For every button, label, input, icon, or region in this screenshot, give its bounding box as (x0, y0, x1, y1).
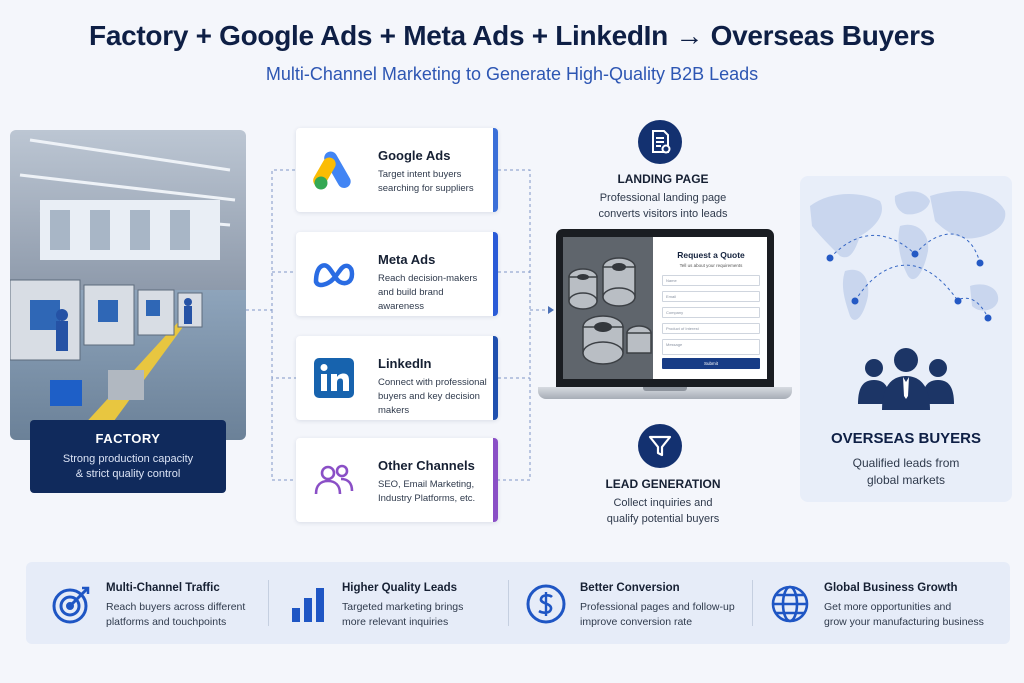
channel-card-google-ads: Google Ads Target intent buyers searchin… (296, 128, 498, 212)
laptop-notch (643, 387, 687, 391)
google-ads-icon (310, 146, 358, 194)
benefit-desc-line: grow your manufacturing business (824, 616, 984, 628)
dollar-icon (524, 582, 568, 626)
benefit-desc-line: Targeted marketing brings (342, 601, 464, 613)
channel-desc: Target intent buyers searching for suppl… (378, 168, 490, 196)
form-subtitle: Tell us about your requirements (679, 263, 743, 268)
form-title: Request a Quote (677, 250, 745, 260)
buyers-desc-line: Qualified leads from (852, 456, 960, 470)
channel-desc-line: Reach decision-makers (378, 273, 478, 284)
linkedin-icon (310, 354, 358, 402)
benefit-title: Better Conversion (580, 582, 680, 594)
channel-accent-bar (493, 336, 498, 420)
channel-desc-line: and build brand awareness (378, 287, 444, 312)
benefit-desc-line: Get more opportunities and (824, 601, 952, 613)
laptop-base (538, 387, 792, 399)
lead-gen-title: LEAD GENERATION (605, 477, 721, 491)
channel-desc: SEO, Email Marketing, Industry Platforms… (378, 478, 490, 506)
channel-card-other: Other Channels SEO, Email Marketing, Ind… (296, 438, 498, 522)
channel-name: Meta Ads (378, 252, 436, 267)
benefit-title: Global Business Growth (824, 582, 958, 594)
factory-desc: Strong production capacity & strict qual… (30, 452, 226, 482)
benefit-desc-line: Reach buyers across different (106, 601, 246, 613)
benefit-divider (508, 580, 509, 626)
channel-desc-line: Industry Platforms, etc. (378, 493, 476, 504)
channel-desc-line: Connect with professional (378, 377, 487, 388)
benefit-desc-line: Professional pages and follow-up (580, 601, 735, 613)
buyers-desc: Qualified leads from global markets (800, 455, 1012, 489)
buyers-desc-line: global markets (866, 473, 946, 487)
buyers-title: OVERSEAS BUYERS (830, 430, 982, 447)
channel-name: Google Ads (378, 148, 451, 163)
quote-form: Request a Quote Tell us about your requi… (659, 237, 763, 379)
lead-gen-desc: Collect inquiries and qualify potential … (563, 495, 763, 527)
target-icon (50, 582, 94, 626)
benefit-desc-line: more relevant inquiries (342, 616, 449, 628)
factory-card: FACTORY Strong production capacity & str… (30, 420, 226, 493)
channel-accent-bar (493, 232, 498, 316)
benefit-desc-line: platforms and touchpoints (106, 616, 227, 628)
benefit-quality-leads: Higher Quality Leads Targeted marketing … (286, 562, 506, 644)
benefit-title: Multi-Channel Traffic (106, 582, 220, 594)
landing-desc: Professional landing page converts visit… (563, 190, 763, 222)
landing-desc-line: Professional landing page (599, 192, 727, 204)
metal-parts-photo (563, 237, 653, 379)
benefit-multi-channel: Multi-Channel Traffic Reach buyers acros… (50, 562, 270, 644)
channel-desc-line: buyers and key decision makers (378, 391, 480, 416)
buyers-panel (800, 176, 1012, 502)
bar-chart-icon (286, 582, 330, 626)
lead-gen-desc-line: qualify potential buyers (606, 513, 720, 525)
laptop-mockup: Request a Quote Tell us about your requi… (556, 229, 774, 387)
lead-gen-desc-line: Collect inquiries and (613, 497, 713, 509)
channel-card-linkedin: LinkedIn Connect with professional buyer… (296, 336, 498, 420)
factory-desc-line: & strict quality control (75, 468, 181, 480)
channel-desc: Reach decision-makers and build brand aw… (378, 272, 490, 314)
benefit-desc-line: improve conversion rate (580, 616, 693, 628)
meta-icon (310, 250, 358, 298)
product-field[interactable]: Product of Interest (662, 323, 760, 334)
landing-page-preview: Request a Quote Tell us about your requi… (563, 237, 767, 379)
benefit-desc: Targeted marketing brings more relevant … (342, 600, 512, 630)
buyers-group-icon (856, 346, 956, 412)
page-title: Factory + Google Ads + Meta Ads + Linked… (89, 20, 935, 51)
funnel-icon (638, 424, 682, 468)
benefit-divider (268, 580, 269, 626)
page-subtitle: Multi-Channel Marketing to Generate High… (265, 64, 759, 84)
world-map (810, 191, 1006, 322)
channel-desc: Connect with professional buyers and key… (378, 376, 490, 418)
document-check-icon (638, 120, 682, 164)
channel-accent-bar (493, 438, 498, 522)
users-icon (310, 456, 358, 504)
factory-title: FACTORY (95, 431, 161, 446)
channel-accent-bar (493, 128, 498, 212)
benefit-title: Higher Quality Leads (342, 582, 458, 594)
channel-card-meta-ads: Meta Ads Reach decision-makers and build… (296, 232, 498, 316)
benefit-conversion: Better Conversion Professional pages and… (524, 562, 744, 644)
benefit-desc: Get more opportunities and grow your man… (824, 600, 994, 630)
message-field[interactable]: Message (662, 339, 760, 355)
benefit-desc: Professional pages and follow-up improve… (580, 600, 750, 630)
benefit-desc: Reach buyers across different platforms … (106, 600, 276, 630)
landing-title: LANDING PAGE (617, 172, 709, 186)
benefit-divider (752, 580, 753, 626)
company-field[interactable]: Company (662, 307, 760, 318)
benefit-global-growth: Global Business Growth Get more opportun… (768, 562, 998, 644)
channel-name: LinkedIn (378, 356, 432, 371)
channel-desc-line: SEO, Email Marketing, (378, 479, 475, 490)
submit-button[interactable]: Submit (662, 358, 760, 369)
benefits-bar (26, 562, 1010, 644)
landing-desc-line: converts visitors into leads (598, 208, 728, 220)
channel-desc-line: searching for suppliers (378, 183, 474, 194)
name-field[interactable]: Name (662, 275, 760, 286)
factory-photo (10, 130, 246, 440)
factory-desc-line: Strong production capacity (62, 453, 194, 465)
channel-desc-line: Target intent buyers (378, 169, 462, 180)
globe-icon (768, 582, 812, 626)
channel-name: Other Channels (378, 458, 475, 473)
email-field[interactable]: Email (662, 291, 760, 302)
